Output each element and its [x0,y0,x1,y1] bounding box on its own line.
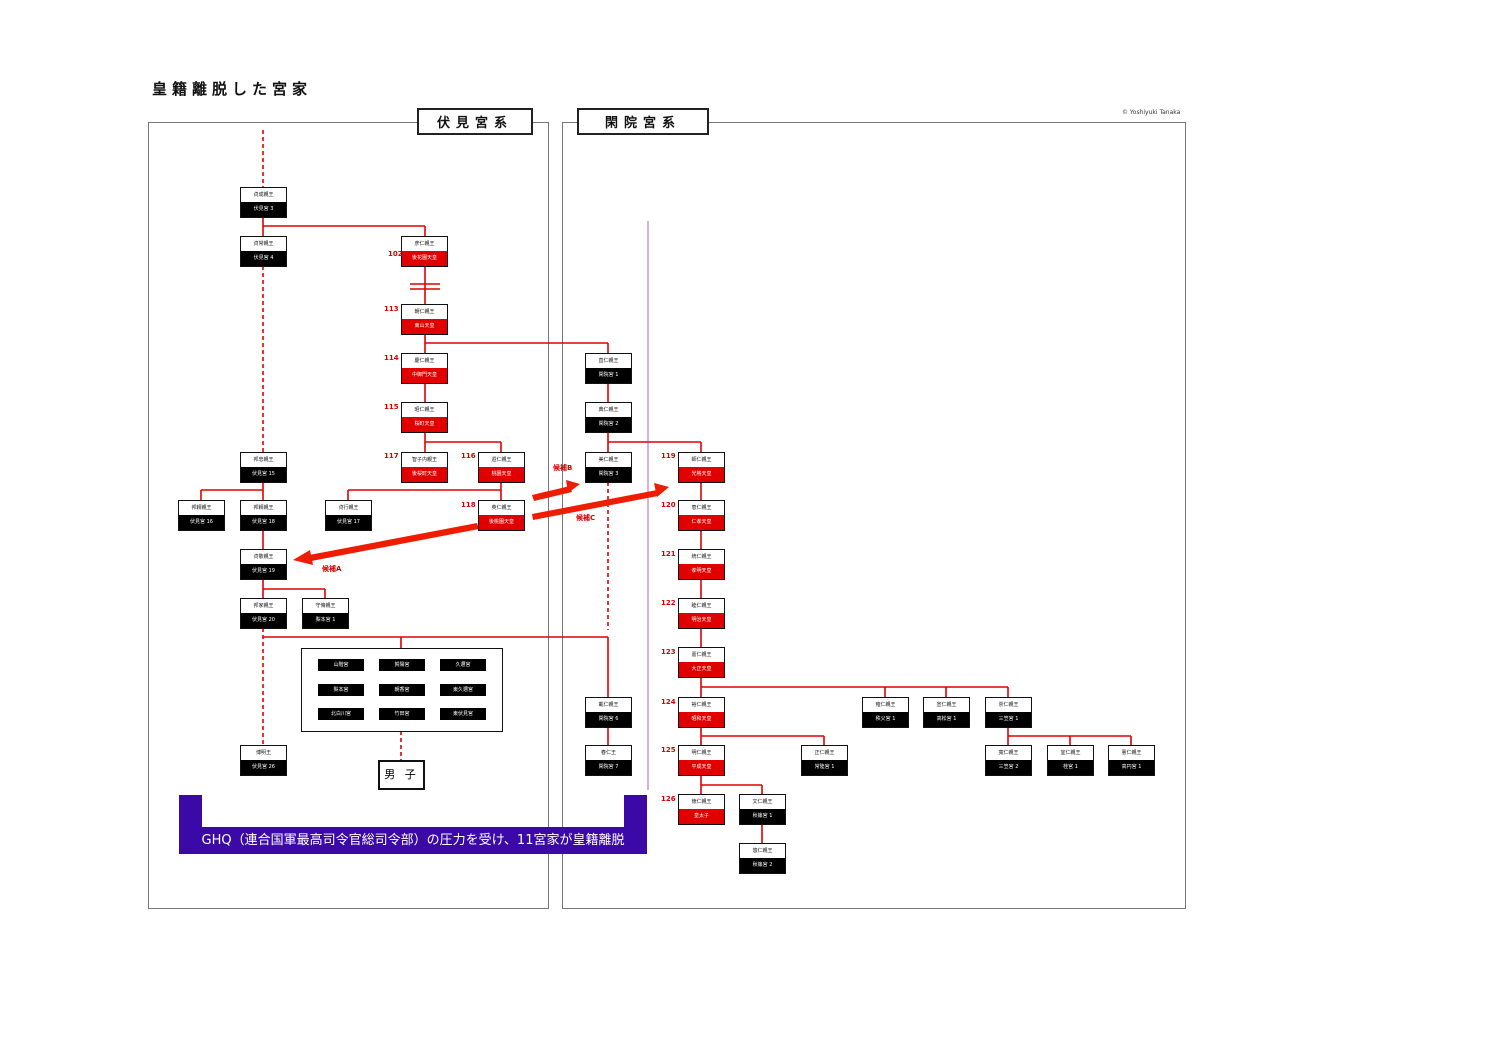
house-item: 久邇宮 [440,659,486,671]
node-yorihito: 邦頼親王伏見宮 16 [178,500,225,531]
node-naohito: 直仁親王閑院宮 1 [585,353,632,384]
emperor-number-120: 120 [661,501,676,509]
node-tomohito-mikasa: 寬仁親王三笠宮 2 [985,745,1032,776]
node-hiroaki: 博明王伏見宮 26 [240,745,287,776]
emperor-number-118: 118 [461,501,476,509]
node-haruhito: 美仁親王閑院宮 3 [585,452,632,483]
emperor-number-116: 116 [461,452,476,460]
house-item: 朝香宮 [379,684,425,696]
emperor-number-117: 117 [384,452,399,460]
emperor-number-113: 113 [384,305,399,313]
node-kuniie: 邦家親王伏見宮 20 [240,598,287,629]
emperor-number-115: 115 [384,403,399,411]
emperor-number-124: 124 [661,698,676,706]
house-item: 北白川宮 [318,708,364,720]
node-naruhito: 徳仁親王皇太子 [678,794,725,825]
node-yoshihito: 嘉仁親王大正天皇 [678,647,725,678]
house-item: 竹田宮 [379,708,425,720]
node-teruhito: 昭仁親王桜町天皇 [401,402,448,433]
emperor-number-114: 114 [384,354,399,362]
emperor-number-122: 122 [661,599,676,607]
node-hikohito: 彦仁親王後花園天皇 [401,236,448,267]
emperor-number-119: 119 [661,452,676,460]
page-title: 皇籍離脱した宮家 [152,80,313,98]
panel-label-kanin: 閑院宮系 [577,108,709,135]
node-kunitada: 邦忠親王伏見宮 15 [240,452,287,483]
emperor-number-102: 102 [388,250,403,258]
node-sadamochi: 貞行親王伏見宮 17 [325,500,372,531]
node-morohito: 師仁親王光格天皇 [678,452,725,483]
house-item: 賀陽宮 [379,659,425,671]
house-item: 山階宮 [318,659,364,671]
panel-label-fushimi: 伏見宮系 [417,108,533,135]
node-sadatsune: 貞常親王伏見宮 4 [240,236,287,267]
candidate-c-label: 候補C [576,514,596,522]
node-hisahito: 悠仁親王秋篠宮 2 [739,843,786,874]
node-sadashige: 貞成親王伏見宮 3 [240,187,287,218]
emperor-number-125: 125 [661,746,676,754]
node-sadayoshi: 貞敬親王伏見宮 19 [240,549,287,580]
house-item: 梨本宮 [318,684,364,696]
ghq-bracket-left [179,795,202,828]
node-akihito: 明仁親王平成天皇 [678,745,725,776]
node-sukehito: 典仁親王閑院宮 2 [585,402,632,433]
candidate-a-label: 候補A [322,565,342,573]
node-hirohito: 裕仁親王昭和天皇 [678,697,725,728]
node-kuniyori: 邦頼親王伏見宮 18 [240,500,287,531]
ghq-banner: GHQ（連合国軍最高司令官総司令部）の圧力を受け、11宮家が皇籍離脱 [179,827,647,854]
node-haruhito2: 春仁王閑院宮 7 [585,745,632,776]
emperor-number-126: 126 [661,795,676,803]
withdrawn-houses-box: 山階宮 賀陽宮 久邇宮 梨本宮 朝香宮 東久邇宮 北白川宮 竹田宮 東伏見宮 [301,648,503,732]
emperor-number-123: 123 [661,648,676,656]
node-tohito: 遐仁親王桃園天皇 [478,452,525,483]
node-norihito: 憲仁親王高円宮 1 [1108,745,1155,776]
copyright-credit: © Yoshiyuki Tanaka [1122,109,1181,116]
candidate-b-label: 候補B [553,464,573,472]
node-yasuhito: 慶仁親王中御門天皇 [401,353,448,384]
node-moriosa: 守脩親王梨本宮 1 [302,598,349,629]
node-takahito: 崇仁親王三笠宮 1 [985,697,1032,728]
node-fumihito: 文仁親王秋篠宮 1 [739,794,786,825]
node-osahito: 統仁親王孝明天皇 [678,549,725,580]
node-tomohito: 朝仁親王東山天皇 [401,304,448,335]
node-yoshihito-katsura: 宜仁親王桂宮 1 [1047,745,1094,776]
node-toshiko: 智子内親王後桜町天皇 [401,452,448,483]
male-descendants-box: 男 子 [378,760,425,790]
node-yasuhito-chichibu: 雍仁親王秩父宮 1 [862,697,909,728]
node-mutsuhito: 睦仁親王明治天皇 [678,598,725,629]
node-kotohito: 載仁親王閑院宮 6 [585,697,632,728]
panel-kanin [562,122,1186,909]
node-nobuhito: 宣仁親王高松宮 1 [923,697,970,728]
house-item: 東久邇宮 [440,684,486,696]
node-masahito: 正仁親王常陸宮 1 [801,745,848,776]
emperor-number-121: 121 [661,550,676,558]
node-ayahito: 恵仁親王仁孝天皇 [678,500,725,531]
ghq-bracket-right [624,795,647,828]
node-hidehito: 英仁親王後桃園天皇 [478,500,525,531]
house-item: 東伏見宮 [440,708,486,720]
